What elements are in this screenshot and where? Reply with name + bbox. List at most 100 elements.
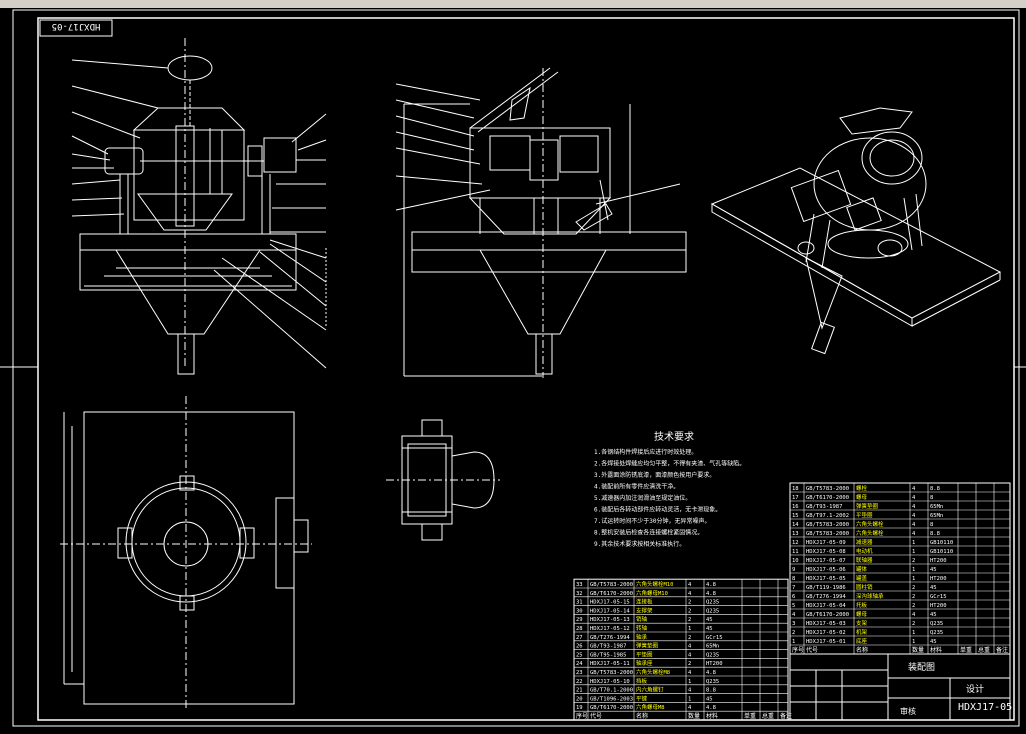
tech-note-line: 6.装配后各转动部件应转动灵活，无卡滞现象。 <box>594 506 721 514</box>
bom-cell-name: 弹簧垫圈 <box>636 642 659 650</box>
bom-cell-qty: 2 <box>688 635 691 641</box>
tech-title: 技术要求 <box>654 430 694 443</box>
bom-cell-mat: HT200 <box>930 558 947 564</box>
bom-cell-code: HDXJ17-05-12 <box>590 626 630 632</box>
isometric-view <box>710 107 1002 355</box>
bom-cell-no: 14 <box>792 522 799 528</box>
bom-cell-qty: 4 <box>912 504 916 510</box>
check-label: 审核 <box>900 706 916 716</box>
bom-cell-no: 30 <box>576 608 583 614</box>
tech-notes-list: 1.各钢结构件焊接后应进行时效处理。 2.各焊接处焊缝应均匀平整，不得有夹渣、气孔… <box>594 448 745 548</box>
bom-cell-name: 罐盖 <box>856 574 868 582</box>
bom-cell-mat: Q235 <box>930 621 943 627</box>
bom-cell-name: 平垫圈 <box>856 511 873 519</box>
bom-cell-name: 内六角螺钉 <box>636 686 664 694</box>
bom-cell-code: GB/T119-1986 <box>806 585 846 591</box>
bom-cell-code: HDXJ17-05-05 <box>806 576 846 582</box>
bom-header-cell: 名称 <box>856 646 868 654</box>
bom-cell-no: 24 <box>576 661 583 667</box>
bom-cell-code: GB/T6170-2000 <box>806 495 849 501</box>
bom-cell-no: 2 <box>792 630 795 636</box>
bom-cell-code: GB/T276-1994 <box>806 594 846 600</box>
bom-cell-name: 支撑架 <box>636 606 653 614</box>
bom-cell-qty: 4 <box>688 591 692 597</box>
bom-header-cell: 序号 <box>576 712 588 720</box>
bom-cell-name: 圆柱销 <box>856 583 873 591</box>
bom-cell-qty: 1 <box>688 679 691 685</box>
bom-cell-no: 11 <box>792 549 799 555</box>
bom-cell-name: 六角头螺栓 <box>856 520 884 528</box>
bom-header-cell: 备注 <box>780 712 792 720</box>
bom-cell-mat: GCr15 <box>930 594 947 600</box>
bom-cell-code: GB/T93-1987 <box>590 644 626 650</box>
bom-cell-mat: Q235 <box>930 630 943 636</box>
bom-cell-name: 六角头螺栓 <box>856 529 884 537</box>
bom-cell-code: GB/T5783-2000 <box>590 582 633 588</box>
bom-cell-code: HDXJ17-05-04 <box>806 603 846 609</box>
bom-cell-qty: 4 <box>912 531 916 537</box>
flipped-code-text: HDXJ17-05 <box>52 21 101 31</box>
bom-header-cell: 备注 <box>996 646 1008 654</box>
bom-cell-code: GB/T5783-2000 <box>806 486 849 492</box>
bom-header-cell: 总重 <box>978 646 990 654</box>
bom-cell-mat: HT200 <box>930 603 947 609</box>
window-top-strip <box>0 0 1026 8</box>
bom-cell-name: 挡板 <box>636 677 648 685</box>
bom-cell-name: 深沟球轴承 <box>856 592 884 600</box>
bom-cell-qty: 1 <box>912 567 915 573</box>
tech-note-line: 5.减速器内加注润滑油至规定油位。 <box>594 494 691 502</box>
bom-cell-qty: 1 <box>912 549 915 555</box>
bom-cell-code: HDXJ17-05-08 <box>806 549 846 555</box>
bom-cell-mat: 45 <box>706 626 713 632</box>
bom-cell-code: GB/T5783-2000 <box>806 531 849 537</box>
bom-header-cell: 单重 <box>960 646 972 654</box>
bom-cell-no: 7 <box>792 585 795 591</box>
bom-cell-name: 电动机 <box>856 547 873 555</box>
bom-cell-mat: 65Mn <box>706 644 719 650</box>
bom-header-cell: 材料 <box>930 646 942 654</box>
tech-note-line: 7.试运转时间不少于30分钟，无异常噪声。 <box>594 517 710 525</box>
bom-cell-code: GB/T6170-2000 <box>590 591 633 597</box>
bom-cell-code: HDXJ17-05-14 <box>590 608 630 614</box>
bom-cell-no: 12 <box>792 540 799 546</box>
bom-cell-name: 联轴器 <box>856 556 873 564</box>
bom-cell-name: 轴承 <box>636 633 648 641</box>
bom-cell-name: 罐体 <box>856 565 868 573</box>
bom-cell-code: HDXJ17-05-03 <box>806 621 846 627</box>
bom-cell-mat: 8.8 <box>930 531 940 537</box>
bom-cell-no: 20 <box>576 696 583 702</box>
front-view <box>71 38 327 375</box>
bom-cell-qty: 4 <box>912 486 916 492</box>
cad-drawing-sheet: HDXJ17-05 <box>0 8 1026 730</box>
bom-cell-name: 螺母 <box>856 610 868 618</box>
bom-cell-code: GB/T70.1-2000 <box>590 688 633 694</box>
tech-note-line: 2.各焊接处焊缝应均匀平整，不得有夹渣、气孔等缺陷。 <box>594 460 745 468</box>
bom-cell-code: HDXJ17-05-11 <box>590 661 630 667</box>
bom-cell-qty: 2 <box>912 585 915 591</box>
bom-header-cell: 代号 <box>590 712 602 720</box>
bom-cell-qty: 4 <box>912 513 916 519</box>
bom-cell-no: 1 <box>792 639 795 645</box>
bom-cell-qty: 2 <box>912 603 915 609</box>
bom-cell-mat: Q235 <box>706 679 719 685</box>
bom-header-cell: 名称 <box>636 712 648 720</box>
bom-cell-code: GB/T276-1994 <box>590 635 630 641</box>
detail-section <box>386 419 500 541</box>
bom-cell-mat: 65Mn <box>930 504 943 510</box>
bom-cell-no: 25 <box>576 652 583 658</box>
bom-cell-qty: 2 <box>912 594 915 600</box>
bom-cell-name: 六角螺母M8 <box>636 703 665 711</box>
bom-cell-no: 29 <box>576 617 583 623</box>
bom-cell-no: 21 <box>576 688 583 694</box>
bom-cell-no: 15 <box>792 513 799 519</box>
bom-cell-mat: 45 <box>930 612 937 618</box>
tech-note-line: 1.各钢结构件焊接后应进行时效处理。 <box>594 448 697 456</box>
bom-cell-name: 六角头螺栓M8 <box>636 668 670 676</box>
bom-cell-name: 支架 <box>856 619 868 627</box>
bom-cell-qty: 4 <box>688 705 692 711</box>
design-label: 设计 <box>966 683 984 695</box>
cad-drawing-canvas: HDXJ17-05 <box>0 9 1026 727</box>
bom-cell-qty: 4 <box>688 652 692 658</box>
